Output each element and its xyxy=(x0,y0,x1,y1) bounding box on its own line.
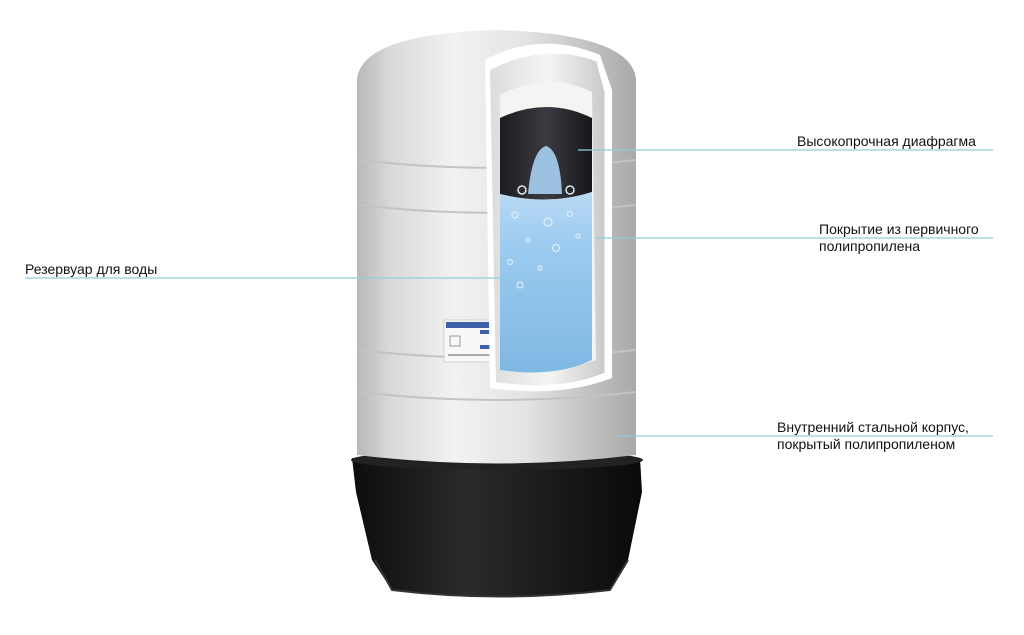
label-diaphragm-text: Высокопрочная диафрагма xyxy=(797,133,976,149)
label-shell-line2: покрытый полипропиленом xyxy=(777,436,956,452)
water-volume xyxy=(500,192,592,373)
label-coating-line1: Покрытие из первичного xyxy=(819,221,979,237)
cutaway-section xyxy=(485,43,612,392)
label-diaphragm: Высокопрочная диафрагма xyxy=(797,133,976,150)
label-reservoir: Резервуар для воды xyxy=(25,261,157,278)
label-shell: Внутренний стальной корпус, покрытый пол… xyxy=(777,419,969,453)
leader-lines xyxy=(25,149,993,437)
label-shell-line1: Внутренний стальной корпус, xyxy=(777,419,969,435)
label-coating-line2: полипропилена xyxy=(819,238,921,254)
label-coating: Покрытие из первичного полипропилена xyxy=(819,221,979,255)
label-reservoir-text: Резервуар для воды xyxy=(25,261,158,277)
tank-base xyxy=(351,450,643,598)
